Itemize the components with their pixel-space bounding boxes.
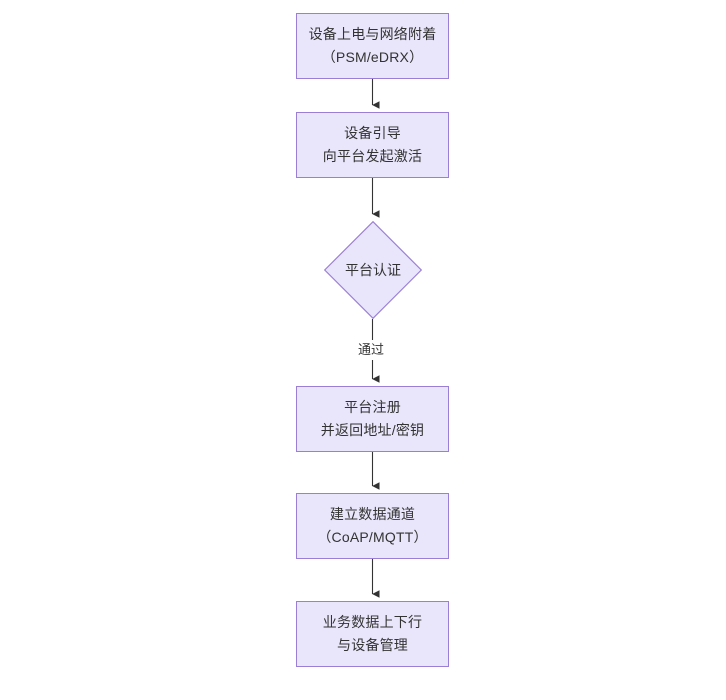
node-data-channel[interactable]: 建立数据通道 （CoAP/MQTT）: [296, 493, 449, 559]
node-power-on[interactable]: 设备上电与网络附着 （PSM/eDRX）: [296, 13, 449, 79]
node-bootstrap-line-2: 向平台发起激活: [322, 148, 423, 164]
node-platform-auth-label: 平台认证: [345, 261, 401, 278]
diamond-shape: [324, 221, 422, 319]
node-platform-register[interactable]: 平台注册 并返回地址/密钥: [296, 386, 449, 452]
node-data-channel-line-1: 建立数据通道: [329, 506, 416, 522]
node-platform-register-line-2: 并返回地址/密钥: [320, 422, 425, 438]
node-platform-auth[interactable]: 平台认证: [324, 221, 422, 319]
node-bootstrap-line-1: 设备引导: [344, 125, 401, 141]
node-bootstrap[interactable]: 设备引导 向平台发起激活: [296, 112, 449, 178]
node-business-data-line-1: 业务数据上下行: [322, 614, 423, 630]
node-data-channel-line-2: （CoAP/MQTT）: [317, 529, 428, 545]
edge-label-pass: 通过: [355, 340, 388, 360]
node-business-data-line-2: 与设备管理: [337, 637, 408, 653]
node-business-data[interactable]: 业务数据上下行 与设备管理: [296, 601, 449, 667]
node-power-on-line-2: （PSM/eDRX）: [321, 49, 424, 65]
node-platform-register-line-1: 平台注册: [344, 399, 401, 415]
node-power-on-line-1: 设备上电与网络附着: [308, 26, 437, 42]
